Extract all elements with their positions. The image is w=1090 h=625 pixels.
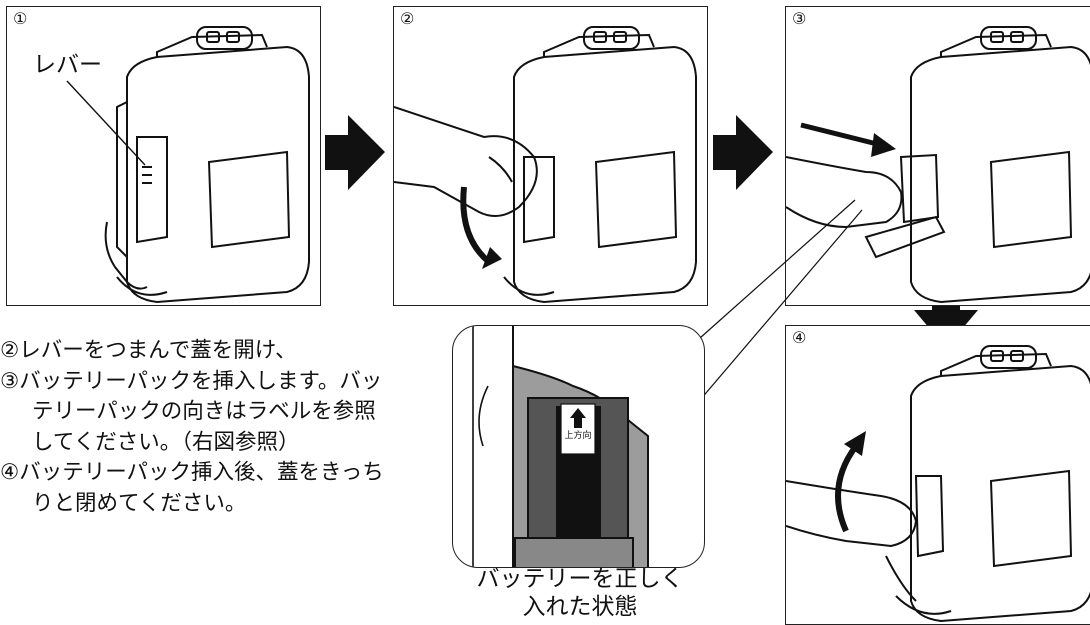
step-panel-2: ② xyxy=(393,6,708,306)
battery-label-text: 上方向 xyxy=(564,431,592,441)
step-number-2: ② xyxy=(400,9,415,28)
right-arrow-icon xyxy=(325,115,385,190)
instruction-line: ②レバーをつまんで蓋を開け、 xyxy=(0,338,297,363)
lever-label: レバー xyxy=(33,52,102,78)
instruction-line: ④バッテリーパック挿入後、蓋をきっち xyxy=(0,460,384,485)
instruction-line: りと閉めてください。 xyxy=(32,490,247,516)
step-panel-1: ① レバー xyxy=(6,6,321,306)
step-panel-3: ③ xyxy=(785,6,1090,306)
instruction-line: ③バッテリーパックを挿入します。バッ xyxy=(0,368,383,394)
device-illustration-1 xyxy=(66,26,310,304)
battery-orientation-illustration xyxy=(472,326,649,567)
battery-zoom-inset: 上方向 xyxy=(452,325,705,568)
right-arrow-icon xyxy=(713,115,773,190)
instruction-text: ②レバーをつまんで蓋を開け、 ③バッテリーパックを挿入します。バッ テリーパック… xyxy=(0,336,384,519)
device-illustration-2 xyxy=(394,26,697,304)
device-illustration-4 xyxy=(786,345,1090,623)
step-panel-4: ④ xyxy=(785,325,1090,625)
step-number-3: ③ xyxy=(792,9,807,28)
caption-line-2: 入れた状態 xyxy=(522,594,638,620)
instruction-line: してください。（右図参照） xyxy=(32,429,300,455)
zoom-caption: バッテリーを正しく 入れた状態 xyxy=(455,565,705,621)
caption-line-1: バッテリーを正しく xyxy=(476,566,684,592)
device-illustration-3 xyxy=(786,26,1090,304)
step-number-1: ① xyxy=(13,9,28,28)
instruction-line: テリーパックの向きはラベルを参照 xyxy=(32,399,376,424)
